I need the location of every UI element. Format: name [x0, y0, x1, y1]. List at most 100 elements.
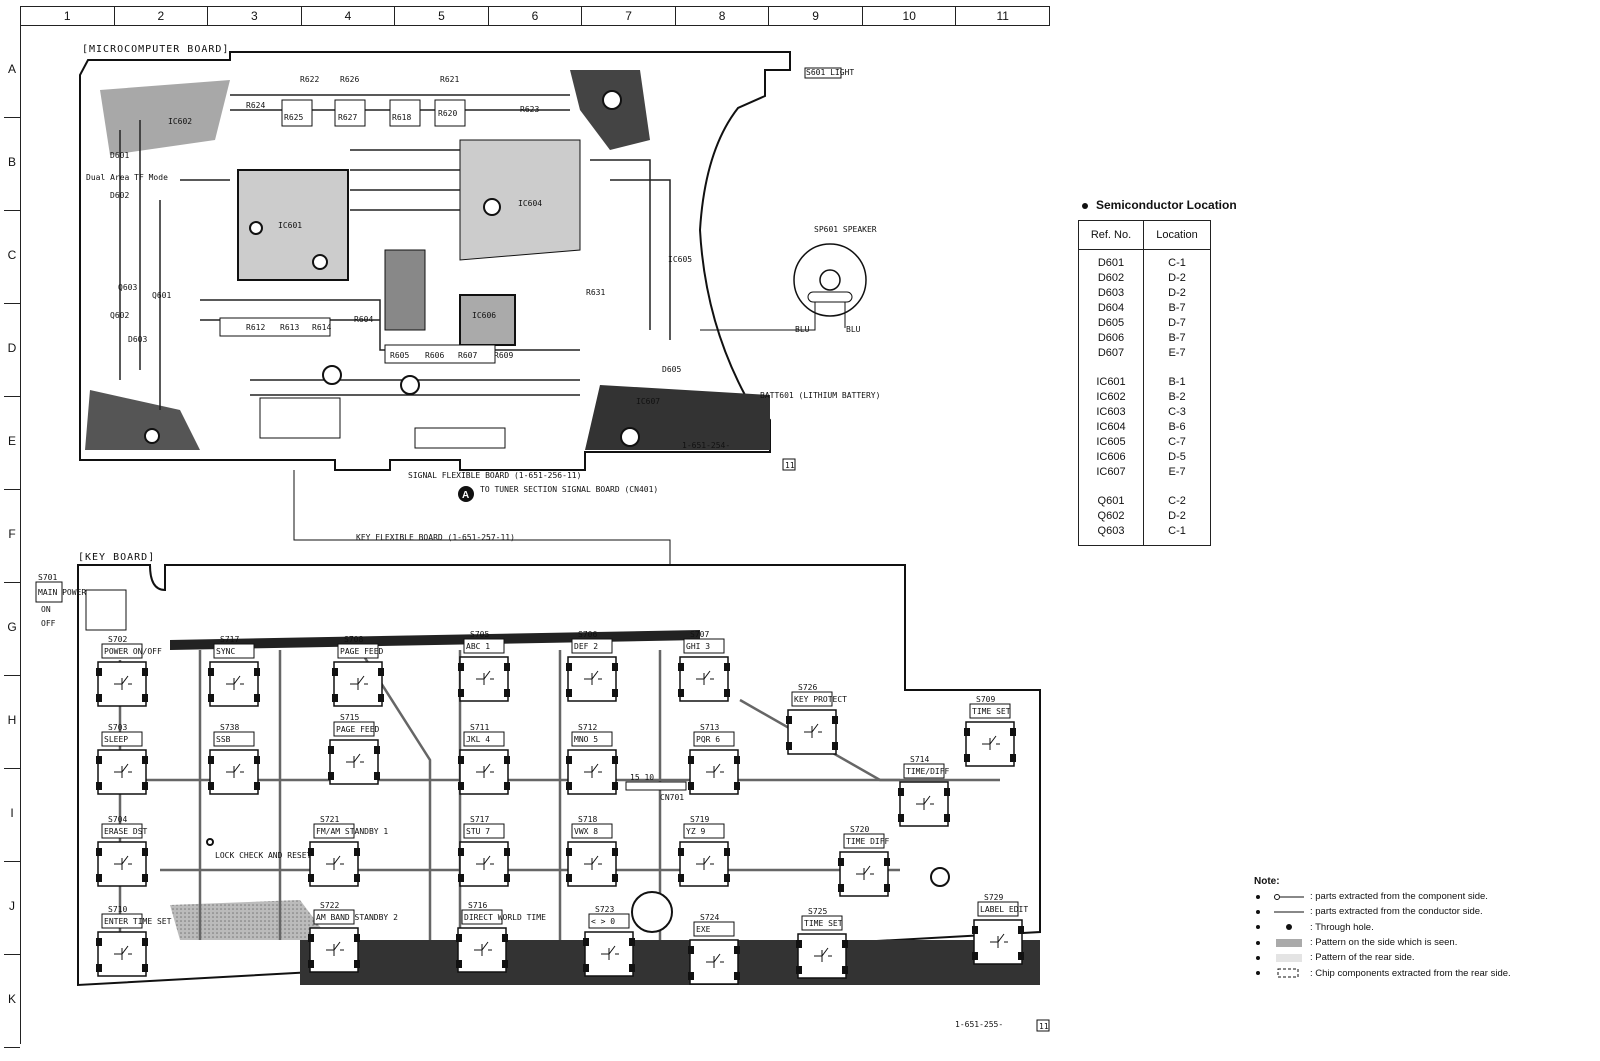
grid-column-label: 9 — [769, 7, 863, 25]
location-cell: E-7 — [1168, 466, 1186, 478]
location-cell: D-2 — [1168, 272, 1186, 284]
grid-column-label: 5 — [395, 7, 489, 25]
bullet-icon — [1254, 908, 1262, 916]
switch-ref: S719 — [690, 815, 709, 824]
note-item: : Through hole. — [1254, 920, 1574, 935]
switch-label: EXE — [696, 925, 711, 934]
grid-row-label: G — [7, 620, 17, 634]
switch-symbol-icon — [584, 763, 602, 778]
r609-label: R609 — [494, 351, 513, 360]
switch-symbol-icon — [696, 855, 714, 870]
r622-label: R622 — [300, 75, 319, 84]
switch-ref: S708 — [344, 635, 363, 644]
note-item: : parts extracted from the conductor sid… — [1254, 904, 1574, 919]
switch-symbol-icon — [350, 675, 368, 690]
switch-ref: S707 — [690, 630, 709, 639]
ic606-chip — [459, 294, 516, 346]
ref-no-cell: D601 — [1078, 249, 1144, 271]
location-cell: B-7 — [1168, 332, 1186, 344]
light-pattern-icon — [1272, 953, 1306, 963]
bullet-icon — [1254, 954, 1262, 962]
switch-symbol-icon — [346, 753, 364, 768]
location-cell: B-7 — [1168, 302, 1186, 314]
ic603-chip — [384, 249, 426, 331]
grid-column-label: 3 — [208, 7, 302, 25]
switch-label: VWX 8 — [574, 827, 598, 836]
key-board-number: 1-651-255- — [955, 1020, 1003, 1029]
grid-row-label: J — [9, 899, 15, 913]
table-row: D604 B-7 — [1078, 301, 1211, 316]
key-board: [KEY BOARD] S701 MAIN POWER ON OFF S702P… — [35, 552, 1050, 1032]
location-cell: C-1 — [1168, 257, 1186, 269]
cn701-label: CN701 — [660, 793, 684, 802]
switch-symbol-icon — [114, 763, 132, 778]
switch-label: MNO 5 — [574, 735, 598, 744]
microcomputer-board-title: [MICROCOMPUTER BOARD] — [82, 44, 229, 55]
grid-column-label: 2 — [115, 7, 209, 25]
note-text: : Chip components extracted from the rea… — [1310, 967, 1511, 979]
bullet-icon — [1254, 923, 1262, 931]
switch-symbol-icon — [584, 670, 602, 685]
switch-label: GHI 3 — [686, 642, 710, 651]
semiconductor-location: Semiconductor Location Ref. No. Location… — [1078, 198, 1278, 546]
ref-no-cell: IC604 — [1078, 420, 1144, 435]
dual-area-label: Dual Area TF Mode — [86, 173, 168, 182]
switch-ref: S715 — [340, 713, 359, 722]
dashed-bracket-icon — [1272, 968, 1306, 978]
location-cell: C-1 — [1168, 525, 1186, 537]
switch-label: KEY PROTECT — [794, 695, 847, 704]
d602-label: D602 — [110, 191, 129, 200]
r623-label: R623 — [520, 105, 539, 114]
open-circle-line-icon — [1272, 892, 1306, 902]
grid-row-label: H — [7, 713, 17, 727]
switch-label: PAGE FEED — [336, 725, 380, 734]
grid-row-label: K — [7, 992, 16, 1006]
switch-symbol-icon — [476, 855, 494, 870]
grid-row-label: C — [7, 248, 17, 262]
switch-label: TIME DIFF — [846, 837, 890, 846]
switch-label: ABC 1 — [466, 642, 490, 651]
note-item: : Chip components extracted from the rea… — [1254, 965, 1574, 980]
switch-label: FM/AM STANDBY 1 — [316, 827, 388, 836]
note-text: : Pattern of the rear side. — [1310, 952, 1415, 964]
switch-ref: S726 — [798, 683, 817, 692]
ref-no-cell: D604 — [1078, 301, 1144, 316]
location-cell: D-2 — [1168, 287, 1186, 299]
ic605-label: IC605 — [668, 255, 692, 264]
r624-label: R624 — [246, 101, 265, 110]
switch-label: POWER ON/OFF — [104, 647, 162, 656]
switch-ref: S703 — [108, 723, 127, 732]
r613-label: R613 — [280, 323, 299, 332]
note-text: : parts extracted from the component sid… — [1310, 891, 1488, 903]
col-ref-no: Ref. No. — [1078, 220, 1144, 250]
note-item: : parts extracted from the component sid… — [1254, 889, 1574, 904]
switch-ref: S729 — [984, 893, 1003, 902]
location-cell: D-7 — [1168, 317, 1186, 329]
switch-ref: S711 — [470, 723, 489, 732]
switch-symbol-icon — [804, 723, 822, 738]
signal-flex-label: SIGNAL FLEXIBLE BOARD (1-651-256-11) — [408, 471, 581, 480]
connector-a-marker — [458, 486, 474, 502]
to-tuner-label: TO TUNER SECTION SIGNAL BOARD (CN401) — [480, 485, 658, 494]
switch-symbol-icon — [476, 670, 494, 685]
d605-label: D605 — [662, 365, 681, 374]
d603-label: D603 — [128, 335, 147, 344]
